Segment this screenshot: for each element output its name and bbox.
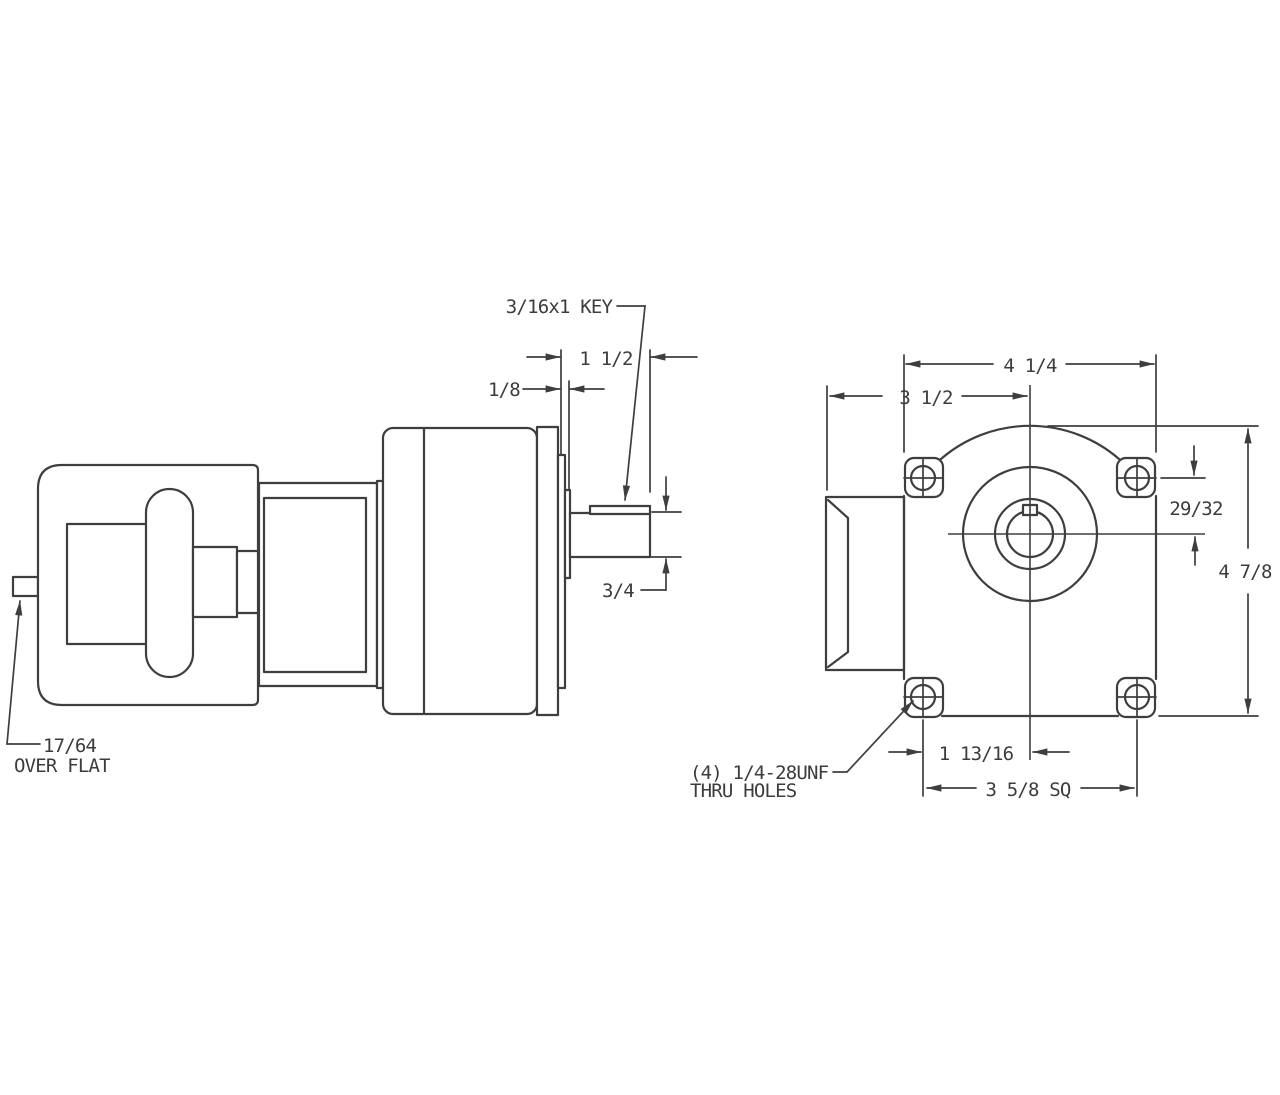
flat-label-line1: 17/64 [43, 735, 97, 757]
bolt-hole-bottom-right [1117, 677, 1157, 717]
coupling-step-1 [191, 545, 239, 619]
dim-rear-to-center: 3 1/2 [826, 385, 1028, 491]
dim-key-setback-label: 1/8 [488, 379, 520, 401]
dim-bolt-square-label: 3 5/8 SQ [985, 779, 1070, 801]
coupling-step-2 [235, 549, 260, 615]
thru-holes-callout: (4) 1/4-28UNF THRU HOLES [690, 700, 914, 802]
key-callout: 3/16x1 KEY [506, 296, 646, 501]
flat-tab [11, 575, 40, 598]
dim-arrow-up [640, 558, 670, 591]
flat-label-line2: OVER FLAT [14, 755, 110, 777]
dim-overall-width-label: 4 1/4 [1003, 355, 1057, 377]
motor-capsule-detail [144, 487, 195, 679]
motor-rear-silhouette [824, 495, 906, 672]
front-view-dimensions: 4 1/4 3 1/2 29/32 4 7/8 [690, 354, 1273, 802]
dim-overall-width: 4 1/4 [903, 354, 1157, 453]
dim-key-setback: 1/8 [488, 379, 605, 490]
dim-shaft-diameter-label: 3/4 [602, 580, 634, 602]
dim-shaft-extension-label: 1 1/2 [579, 348, 632, 370]
dim-hole-row-to-center: 29/32 [1160, 445, 1223, 566]
shaft-key [588, 504, 652, 516]
flat-callout: 17/64 OVER FLAT [6, 600, 111, 777]
bolt-hole-top-right [1117, 458, 1157, 498]
side-view-dimensions: 3/16x1 KEY 1 1/2 1/8 3/4 [6, 296, 698, 777]
midsection-frame [257, 481, 379, 688]
dim-hole-to-centerline-label: 1 13/16 [939, 743, 1014, 765]
dim-overall-height: 4 7/8 [1047, 425, 1273, 717]
bolt-hole-bottom-left [903, 677, 943, 717]
mounting-plate-side [535, 425, 560, 717]
key-callout-label: 3/16x1 KEY [506, 296, 614, 318]
midsection-inner [262, 496, 368, 674]
dim-shaft-diameter: 3/4 [602, 476, 682, 602]
front-view [824, 385, 1205, 760]
side-view [11, 425, 652, 717]
thru-holes-label-line2: THRU HOLES [690, 780, 797, 802]
thru-holes-leader [832, 700, 914, 773]
silhouette-bevel-lines [826, 498, 850, 669]
dim-hole-to-centerline: 1 13/16 [888, 719, 1138, 797]
dim-hole-row-label: 29/32 [1169, 498, 1222, 520]
flat-leader-line [6, 600, 41, 745]
gearbox-housing [381, 426, 539, 716]
dim-bolt-square: 3 5/8 SQ [926, 779, 1135, 801]
dim-overall-height-label: 4 7/8 [1218, 561, 1272, 583]
dim-shaft-extension: 1 1/2 [526, 348, 698, 493]
bolt-hole-top-left [903, 458, 943, 498]
output-shaft [568, 511, 652, 559]
key-leader-line [616, 305, 646, 501]
thru-holes-label-line1: (4) 1/4-28UNF [690, 762, 829, 784]
dim-rear-to-center-label: 3 1/2 [899, 387, 952, 409]
